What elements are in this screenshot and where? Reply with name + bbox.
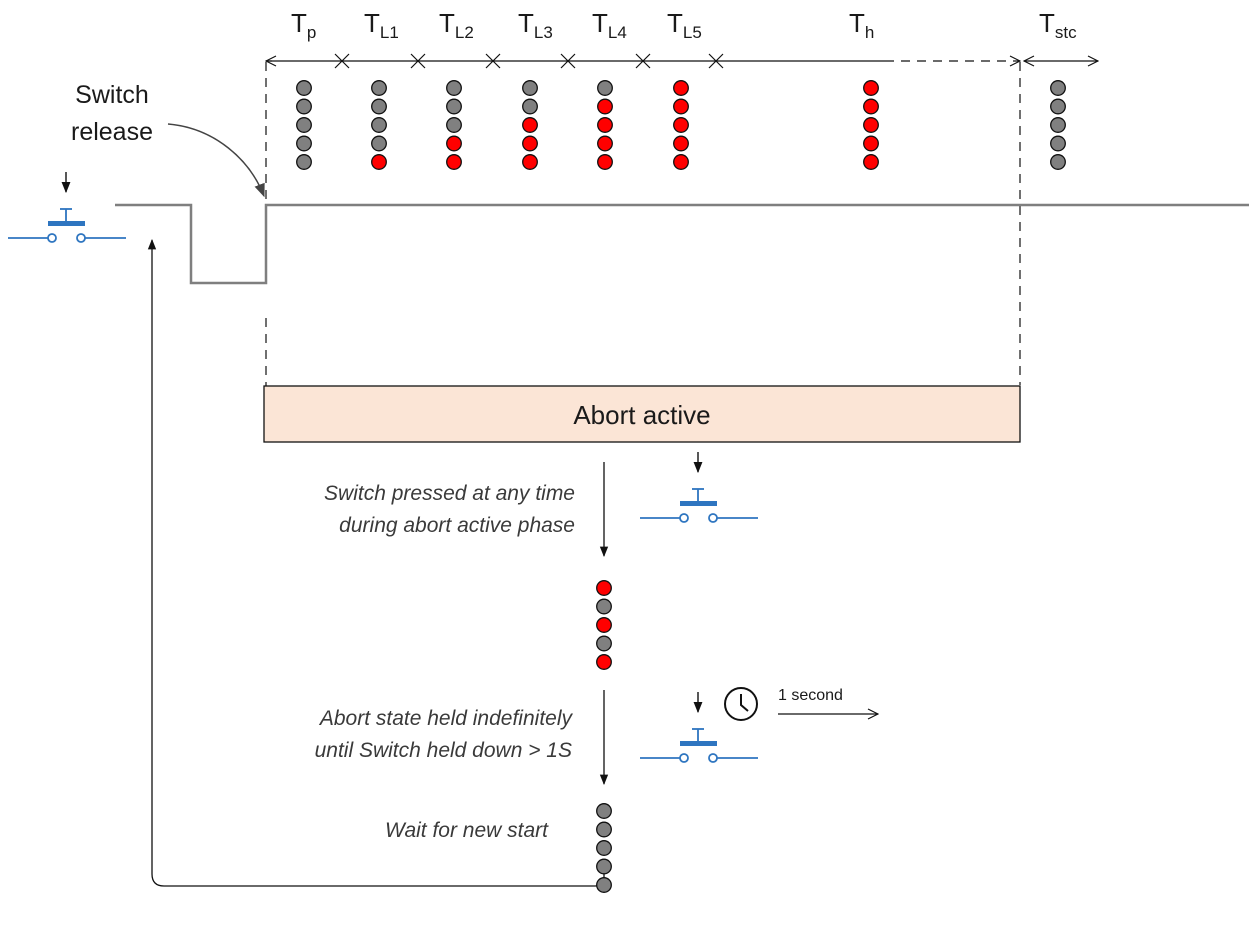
led-column-L4: [597, 80, 613, 170]
led-off: [296, 117, 312, 133]
led-on: [522, 117, 538, 133]
led-on: [863, 117, 879, 133]
led-off: [296, 135, 312, 152]
led-on: [522, 135, 538, 152]
led-off: [371, 135, 387, 152]
led-off: [596, 821, 612, 838]
led-column-L3: [522, 80, 538, 170]
switch-release-arrow-icon: [167, 123, 265, 198]
led-off: [296, 98, 312, 115]
led-on: [673, 80, 689, 96]
switch-release-label-line1: Switch: [75, 81, 149, 109]
led-on: [863, 80, 879, 96]
phase-label: TL1: [364, 8, 399, 42]
led-off: [522, 80, 538, 96]
return-loop-arrow: [147, 238, 605, 887]
abort-led-column: [596, 580, 612, 670]
led-off: [371, 98, 387, 115]
phase-labels: Tp TL1 TL2 TL3 TL4 TL5 Th Tstc: [291, 8, 1077, 42]
led-column-p: [296, 80, 312, 170]
led-off: [522, 98, 538, 115]
led-off: [596, 635, 612, 652]
step2-text-line2: until Switch held down > 1S: [315, 739, 572, 762]
led-on: [863, 154, 879, 170]
timeline-led-columns: [296, 80, 1066, 170]
phase-label: TL4: [592, 8, 627, 42]
led-off: [1050, 135, 1066, 152]
wait-for-new-start-label: Wait for new start: [385, 819, 549, 842]
led-on: [596, 617, 612, 633]
dashed-guides: [265, 62, 1021, 386]
led-on: [597, 154, 613, 170]
led-off: [597, 80, 613, 96]
phase-label: Tstc: [1039, 8, 1077, 42]
led-on: [596, 580, 612, 596]
abort-active-box: [263, 385, 1021, 443]
led-off: [446, 80, 462, 96]
led-off: [1050, 80, 1066, 96]
push-switch-icon: [640, 452, 758, 523]
led-off: [596, 877, 612, 893]
led-off: [596, 598, 612, 615]
phase-label: TL2: [439, 8, 474, 42]
led-off: [1050, 98, 1066, 115]
push-switch-icon: [8, 172, 126, 243]
led-off: [596, 803, 612, 819]
step1-text-line2: during abort active phase: [339, 514, 575, 537]
led-on: [673, 154, 689, 170]
led-column-L5: [673, 80, 689, 170]
led-on: [596, 654, 612, 670]
abort-active-label: Abort active: [573, 400, 710, 430]
phase-label: Tp: [291, 8, 316, 42]
led-on: [446, 154, 462, 170]
led-on: [673, 98, 689, 115]
phase-label: TL5: [667, 8, 702, 42]
switch-signal-waveform: [115, 203, 1249, 285]
led-off: [296, 154, 312, 170]
step1-text-line1: Switch pressed at any time: [324, 482, 575, 505]
led-on: [673, 135, 689, 152]
led-off: [371, 117, 387, 133]
switch-release-label-line2: release: [71, 118, 153, 146]
phase-label: Th: [849, 8, 874, 42]
led-off: [371, 80, 387, 96]
led-column-L1: [371, 80, 387, 170]
step2-text-line1: Abort state held indefinitely: [318, 707, 574, 730]
timeline-axis: [266, 53, 1098, 69]
led-on: [863, 135, 879, 152]
led-on: [597, 135, 613, 152]
led-off: [1050, 154, 1066, 170]
led-off: [596, 840, 612, 856]
led-on: [597, 98, 613, 115]
led-on: [446, 135, 462, 152]
led-off: [1050, 117, 1066, 133]
push-switch-icon: [640, 692, 758, 763]
led-off: [446, 117, 462, 133]
led-column-stc: [1050, 80, 1066, 170]
led-on: [371, 154, 387, 170]
reset-led-column: [596, 803, 612, 893]
clock-icon: [724, 687, 758, 721]
led-column-L2: [446, 80, 462, 170]
led-off: [446, 98, 462, 115]
timer-label: 1 second: [778, 687, 843, 704]
led-on: [522, 154, 538, 170]
phase-separators: [334, 53, 724, 69]
led-off: [296, 80, 312, 96]
led-on: [673, 117, 689, 133]
phase-label: TL3: [518, 8, 553, 42]
led-column-h: [863, 80, 879, 170]
led-on: [863, 98, 879, 115]
led-on: [597, 117, 613, 133]
led-off: [596, 858, 612, 875]
